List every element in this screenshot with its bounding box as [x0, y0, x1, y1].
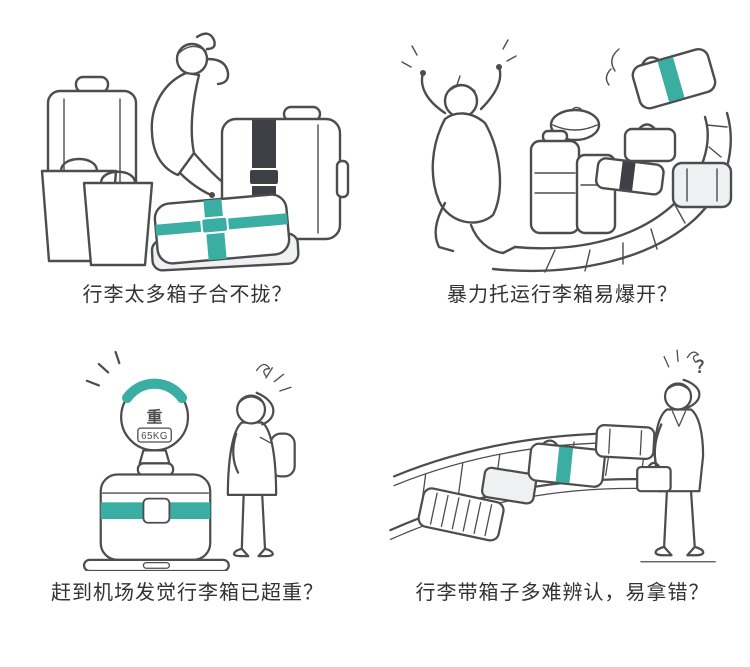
ribbed-suitcase: [417, 487, 505, 542]
illustration-burst-open: [375, 23, 750, 273]
illustration-overweight: 重 65KG: [0, 339, 375, 573]
illustration-overpacked-suitcase: [0, 23, 375, 273]
person-packing: [150, 32, 230, 198]
confused-businessman: ？: [636, 349, 716, 563]
scale-weight-label: 重: [147, 408, 163, 427]
shopping-bags: [40, 157, 154, 267]
overweight-illustration-svg: 重 65KG: [82, 350, 296, 573]
motion-lines: [605, 48, 620, 86]
scale-weight-reading: 65KG: [141, 431, 168, 442]
weight-scale-dial: 重 65KG: [120, 378, 190, 465]
suitcase-on-scale: [99, 462, 212, 561]
gray-case-on-belt: [623, 123, 733, 209]
luggage-stack: [529, 129, 665, 235]
person-falling: [401, 39, 517, 255]
plain-suitcase: [594, 424, 656, 461]
worried-traveler: [226, 363, 296, 558]
caption-overpacked: 行李太多箱子合不拢？: [82, 284, 293, 306]
flying-suitcase-teal-strap: [631, 47, 717, 110]
panel-mixup: ？ 行李带箱子多难辨认，易拿错？: [375, 333, 750, 667]
mixup-illustration-svg: ？: [389, 349, 716, 563]
panel-burst-open: 暴力托运行李箱易爆开？: [375, 0, 750, 333]
burst-open-illustration-svg: [401, 39, 733, 273]
caption-burst-open: 暴力托运行李箱易爆开？: [447, 284, 678, 306]
panel-overpacked: 行李太多箱子合不拢？: [0, 0, 375, 333]
scale-platform: [82, 558, 230, 573]
gray-suitcase: [480, 466, 538, 505]
caption-mixup: 行李带箱子多难辨认，易拿错？: [415, 582, 710, 604]
alert-marks: [85, 350, 121, 387]
illustration-mixup: ？: [375, 339, 750, 571]
overpacked-illustration-svg: [40, 32, 350, 272]
suitcase-with-teal-strap: [153, 193, 291, 265]
conveyor-belt: [491, 111, 732, 273]
question-mark: ？: [696, 357, 713, 376]
panel-overweight: 重 65KG: [0, 333, 375, 667]
teal-strap-suitcase: [527, 439, 606, 488]
caption-overweight: 赶到机场发觉行李箱已超重？: [51, 582, 324, 604]
